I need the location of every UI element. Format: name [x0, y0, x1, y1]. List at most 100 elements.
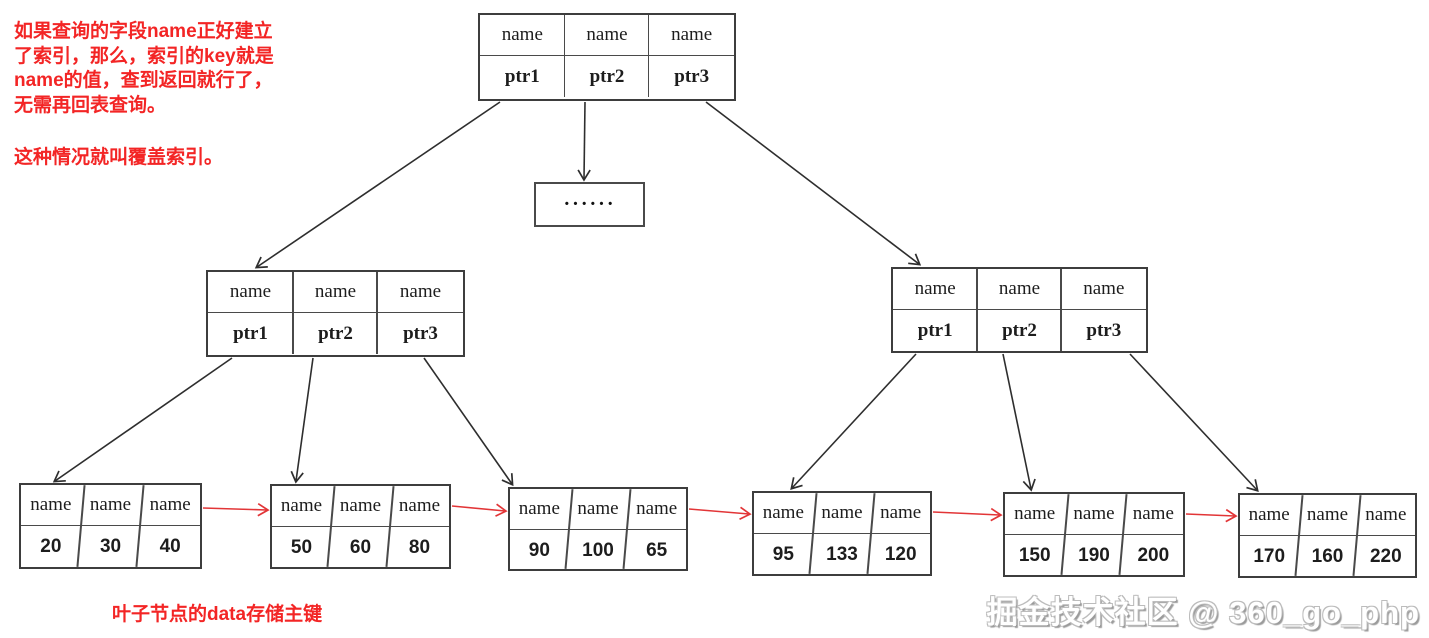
internal-key: name [399, 281, 442, 302]
internal-node-right: name name name ptr1 ptr2 ptr3 [891, 267, 1148, 353]
leaf-node-1: name name name 20 30 40 [19, 483, 202, 569]
edge-right-internal-to-leaf6 [1129, 353, 1259, 492]
leaf-value: 190 [1078, 544, 1110, 566]
leaf-value: 100 [582, 539, 614, 561]
internal-pointer-row: ptr1 ptr2 ptr3 [893, 310, 1146, 351]
leaf-node-5: name name name 150 190 200 [1003, 492, 1185, 577]
ellipsis-node: ······ [534, 182, 645, 227]
leaf-key: name [339, 495, 382, 516]
leaf-key-row: name name name [1005, 494, 1183, 535]
leaf-value: 30 [99, 535, 122, 557]
internal-key-row: name name name [208, 272, 463, 313]
leaf-key: name [1132, 503, 1174, 524]
watermark: 掘金技术社区 @ 360_go_php [986, 595, 1420, 630]
cell-divider [563, 15, 566, 55]
leaf-key: name [1248, 504, 1290, 525]
leaf-key: name [762, 502, 804, 523]
leaf-node-6: name name name 170 160 220 [1238, 493, 1417, 578]
leaf-key: name [89, 494, 132, 515]
leaf-link-arrow-3-4 [688, 506, 752, 520]
leaf-value: 220 [1369, 545, 1402, 567]
leaf-value: 150 [1018, 544, 1051, 566]
internal-pointer: ptr2 [318, 322, 353, 344]
internal-key: name [998, 278, 1041, 299]
leaf-key: name [1014, 503, 1056, 524]
internal-pointer: ptr1 [233, 322, 268, 344]
root-key: name [586, 24, 628, 45]
leaf-key: name [30, 494, 72, 515]
root-key: name [671, 24, 713, 45]
leaf-value: 60 [349, 536, 372, 558]
covering-index-conclusion: 这种情况就叫覆盖索引。 [14, 147, 224, 168]
edge-right-internal-to-leaf5 [1002, 353, 1036, 492]
leaf-value-row: 50 60 80 [272, 527, 449, 568]
leaf-data-caption: 叶子节点的data存储主键 [112, 604, 323, 625]
root-pointer-row: ptr1 ptr2 ptr3 [480, 56, 734, 97]
leaf-value: 50 [290, 536, 313, 558]
internal-pointer-row: ptr1 ptr2 ptr3 [208, 313, 463, 354]
leaf-key: name [280, 495, 323, 516]
internal-pointer: ptr2 [1002, 319, 1037, 341]
leaf-value: 40 [159, 535, 181, 557]
leaf-value: 95 [772, 543, 794, 565]
internal-key: name [314, 281, 357, 302]
leaf-link-arrow-2-3 [451, 503, 508, 517]
leaf-key: name [1073, 503, 1115, 524]
leaf-node-4: name name name 95 133 120 [752, 491, 932, 576]
cell-divider [976, 310, 979, 351]
cell-divider [563, 56, 566, 97]
leaf-value-row: 150 190 200 [1005, 535, 1183, 576]
leaf-link-arrow-1-2 [202, 503, 270, 517]
leaf-key: name [149, 494, 191, 515]
leaf-value: 133 [826, 543, 858, 565]
leaf-value-row: 170 160 220 [1240, 536, 1415, 577]
leaf-value-row: 95 133 120 [754, 534, 930, 575]
cell-divider [976, 269, 979, 309]
leaf-value: 160 [1311, 545, 1344, 567]
leaf-node-2: name name name 50 60 80 [270, 484, 451, 569]
leaf-value: 170 [1253, 545, 1286, 567]
root-node: name name name ptr1 ptr2 ptr3 [478, 13, 736, 101]
internal-key: name [914, 278, 956, 299]
edge-right-internal-to-leaf4 [790, 353, 917, 490]
internal-key: name [229, 281, 272, 302]
cell-divider [1059, 310, 1062, 351]
leaf-key-row: name name name [754, 493, 930, 534]
cell-divider [647, 56, 650, 97]
root-pointer: ptr2 [589, 65, 625, 87]
leaf-key-row: name name name [1240, 495, 1415, 536]
leaf-link-arrow-4-5 [932, 507, 1003, 522]
leaf-node-3: name name name 90 100 65 [508, 487, 688, 571]
leaf-key: name [577, 498, 619, 519]
leaf-value-row: 20 30 40 [21, 526, 200, 567]
root-pointer: ptr1 [504, 65, 540, 87]
leaf-key-row: name name name [21, 485, 200, 526]
leaf-value: 200 [1137, 544, 1170, 566]
cell-divider [376, 313, 378, 354]
leaf-key: name [636, 498, 678, 519]
internal-pointer: ptr3 [1086, 319, 1122, 341]
cell-divider [292, 272, 294, 312]
internal-key: name [1083, 278, 1125, 299]
leaf-value-row: 90 100 65 [510, 530, 686, 571]
leaf-key: name [880, 502, 922, 523]
cell-divider [292, 313, 294, 354]
internal-pointer: ptr3 [403, 322, 438, 344]
cell-divider [1059, 269, 1062, 309]
root-key: name [501, 24, 543, 45]
cell-divider [647, 15, 650, 55]
leaf-key-row: name name name [272, 486, 449, 527]
leaf-key: name [518, 498, 560, 519]
edge-root-to-right-internal [705, 101, 922, 266]
leaf-key: name [821, 502, 863, 523]
leaf-value: 80 [408, 536, 431, 558]
edge-root-to-left-internal [254, 101, 501, 269]
leaf-key: name [1306, 504, 1349, 525]
leaf-value: 20 [40, 535, 62, 557]
edge-root-to-dots [577, 101, 591, 182]
edge-left-internal-to-leaf3 [423, 357, 514, 487]
cell-divider [376, 272, 378, 312]
edge-left-internal-to-leaf1 [52, 357, 233, 483]
root-pointer: ptr3 [674, 65, 710, 87]
